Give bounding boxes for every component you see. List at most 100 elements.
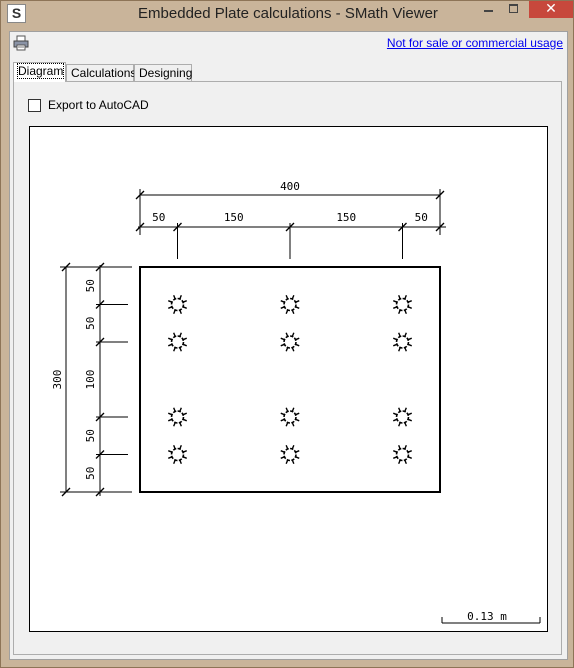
- anchor-bolt-ring: [395, 335, 410, 349]
- anchor-bolt-spoke: [291, 444, 295, 450]
- dimension-label-top-segment: 50: [152, 211, 165, 224]
- anchor-bolt-spoke: [280, 412, 285, 416]
- anchor-bolt-spoke: [291, 332, 295, 337]
- anchor-bolt-spoke: [407, 412, 413, 416]
- anchor-bolt-spoke: [295, 300, 300, 303]
- anchor-bolt-spoke: [280, 343, 285, 347]
- anchor-bolt-spoke: [404, 347, 407, 352]
- anchor-bolt-spoke: [295, 343, 300, 347]
- anchor-bolt-spoke: [392, 306, 398, 309]
- anchor-bolt-spoke: [407, 456, 413, 459]
- tab-designing[interactable]: Designing: [134, 64, 192, 81]
- tab-calculations-label: Calculations: [71, 66, 137, 80]
- anchor-bolt-spoke: [295, 412, 300, 416]
- anchor-bolt-ring: [283, 335, 297, 349]
- anchor-bolt-spoke: [179, 459, 182, 465]
- anchor-bolt-spoke: [285, 347, 289, 352]
- dimension-tick: [61, 487, 71, 497]
- anchor-bolt-spoke: [407, 450, 413, 453]
- maximize-button[interactable]: [501, 1, 526, 17]
- anchor-bolt-spoke: [280, 300, 285, 303]
- anchor-bolt-icon: [392, 407, 413, 427]
- anchor-bolt-spoke: [173, 309, 176, 315]
- anchor-bolt-spoke: [291, 407, 295, 412]
- dimension-label-side-total: 300: [51, 370, 64, 390]
- dimension-tick: [135, 222, 145, 232]
- anchor-bolt-spoke: [285, 422, 289, 427]
- dimension-tick: [435, 190, 445, 200]
- dimension-tick: [95, 262, 105, 272]
- anchor-bolt-spoke: [291, 459, 295, 465]
- anchor-bolt-spoke: [398, 294, 401, 300]
- anchor-bolt-spoke: [398, 407, 401, 412]
- close-button[interactable]: ✕: [529, 1, 573, 18]
- dimension-label-side-segment: 50: [84, 467, 97, 480]
- dimension-label-side-segment: 50: [84, 317, 97, 330]
- dimension-label-top-segment: 50: [415, 211, 428, 224]
- export-autocad-checkbox[interactable]: [28, 99, 41, 112]
- anchor-bolt-spoke: [167, 412, 173, 416]
- anchor-bolt-spoke: [398, 347, 401, 352]
- anchor-bolt-spoke: [404, 294, 407, 300]
- anchor-bolt-spoke: [179, 444, 182, 450]
- anchor-bolt-ring: [283, 410, 297, 424]
- anchor-bolt-spoke: [407, 343, 413, 347]
- anchor-bolt-icon: [167, 294, 188, 315]
- dimension-tick: [95, 487, 105, 497]
- tab-diagram[interactable]: Diagram: [13, 62, 66, 82]
- anchor-bolt-ring: [170, 297, 185, 312]
- tab-calculations[interactable]: Calculations: [66, 64, 137, 81]
- anchor-bolt-spoke: [392, 418, 398, 422]
- anchor-bolt-ring: [170, 335, 185, 349]
- anchor-bolt-icon: [280, 332, 300, 352]
- anchor-bolt-spoke: [404, 407, 407, 412]
- anchor-bolt-spoke: [392, 337, 398, 341]
- anchor-bolt-spoke: [404, 459, 407, 465]
- anchor-bolt-spoke: [167, 456, 173, 459]
- anchor-bolt-spoke: [285, 294, 289, 300]
- anchor-bolt-spoke: [179, 332, 182, 337]
- app-icon[interactable]: S: [7, 4, 26, 23]
- dimension-label-top-segment: 150: [224, 211, 244, 224]
- anchor-bolt-spoke: [398, 332, 401, 337]
- anchor-bolt-spoke: [404, 422, 407, 427]
- license-notice-link[interactable]: Not for sale or commercial usage: [386, 36, 563, 50]
- anchor-bolt-spoke: [173, 407, 176, 412]
- anchor-bolt-spoke: [179, 422, 182, 427]
- anchor-bolt-ring: [283, 447, 297, 462]
- anchor-bolt-spoke: [179, 407, 182, 412]
- anchor-bolt-ring: [395, 447, 410, 462]
- anchor-bolt-spoke: [280, 418, 285, 422]
- anchor-bolt-ring: [170, 447, 185, 462]
- anchor-bolt-spoke: [182, 450, 188, 453]
- anchor-bolt-spoke: [173, 459, 176, 465]
- scale-bar-label: 0.13 m: [467, 610, 507, 623]
- export-autocad-label: Export to AutoCAD: [48, 98, 149, 112]
- dimension-label-top-total: 400: [280, 180, 300, 193]
- anchor-bolt-spoke: [295, 306, 300, 309]
- anchor-bolt-spoke: [182, 337, 188, 341]
- anchor-bolt-icon: [167, 332, 188, 352]
- dimension-tick: [61, 262, 71, 272]
- dimension-tick: [135, 190, 145, 200]
- dimension-label-top-segment: 150: [336, 211, 356, 224]
- anchor-bolt-spoke: [179, 347, 182, 352]
- anchor-bolt-icon: [280, 294, 300, 315]
- anchor-bolt-spoke: [392, 456, 398, 459]
- minimize-button[interactable]: [475, 1, 501, 17]
- anchor-bolt-icon: [280, 444, 300, 465]
- anchor-bolt-spoke: [182, 343, 188, 347]
- printer-icon[interactable]: [13, 35, 29, 51]
- anchor-bolt-spoke: [182, 306, 188, 309]
- anchor-bolt-spoke: [407, 306, 413, 309]
- anchor-bolt-spoke: [392, 343, 398, 347]
- anchor-bolt-icon: [392, 332, 413, 352]
- anchor-bolt-spoke: [404, 332, 407, 337]
- anchor-bolt-spoke: [173, 444, 176, 450]
- anchor-bolt-spoke: [291, 309, 295, 315]
- anchor-bolt-icon: [392, 294, 413, 315]
- anchor-bolt-spoke: [167, 337, 173, 341]
- title-bar[interactable]: S Embedded Plate calculations - SMath Vi…: [1, 1, 573, 25]
